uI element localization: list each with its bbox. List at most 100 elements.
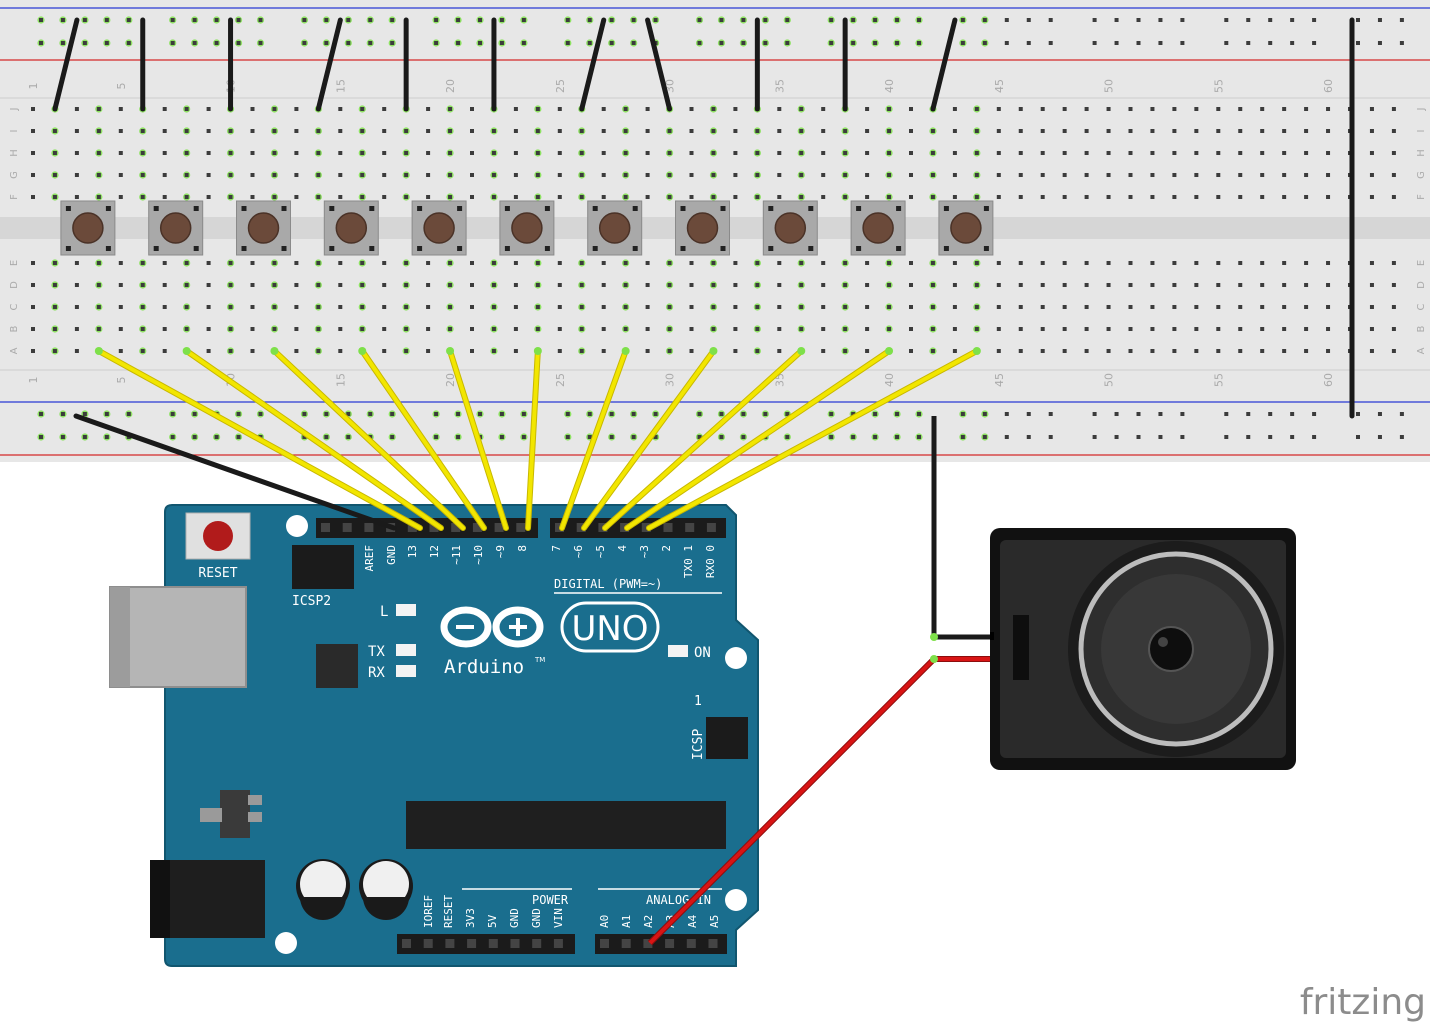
digital-header-right xyxy=(550,518,726,538)
trademark: TM xyxy=(534,656,545,664)
row-letter-right: I xyxy=(1416,130,1427,133)
on-label: ON xyxy=(694,645,711,661)
col-number-top: 50 xyxy=(1103,79,1116,93)
pushbutton xyxy=(850,200,906,256)
row-letter-right: G xyxy=(1416,171,1427,179)
col-number-bottom: 40 xyxy=(883,373,896,387)
row-letter-right: F xyxy=(1416,194,1427,200)
arduino-pcb xyxy=(164,504,759,967)
digital-pin-label: ~9 xyxy=(494,545,507,558)
digital-pin-label: 4 xyxy=(616,545,629,552)
led-label-tx: TX xyxy=(368,644,385,660)
col-number-bottom: 55 xyxy=(1212,373,1225,387)
usb-connector xyxy=(109,586,247,688)
capacitor-right xyxy=(359,859,413,920)
row-letter-left: D xyxy=(9,281,20,289)
row-letter-right: A xyxy=(1416,347,1427,354)
digital-pin-label: AREF xyxy=(363,545,376,572)
analog-pin-label: A0 xyxy=(598,915,611,928)
col-number-top: 60 xyxy=(1322,79,1335,93)
digital-pin-label: GND xyxy=(385,545,398,565)
icsp-header xyxy=(706,717,748,759)
row-letter-left: A xyxy=(9,347,20,354)
yellow-wire xyxy=(184,349,443,530)
jumper-wire xyxy=(645,17,673,112)
speaker xyxy=(990,528,1296,770)
col-number-top: 25 xyxy=(554,79,567,93)
col-number-top: 1 xyxy=(27,83,40,90)
yellow-wire xyxy=(625,349,892,530)
analog-pin-label: A5 xyxy=(708,915,721,928)
col-number-bottom: 5 xyxy=(115,377,128,384)
yellow-wire xyxy=(272,349,465,530)
arduino-uno-board: RESET ICSP2 UNO Arduino TM L xyxy=(109,504,759,967)
pushbutton xyxy=(499,200,555,256)
fritzing-logo: fritzing xyxy=(1300,982,1426,1023)
col-number-bottom: 50 xyxy=(1103,373,1116,387)
digital-pin-label: 8 xyxy=(516,545,529,552)
analog-pin-label: A1 xyxy=(620,915,633,928)
col-number-bottom: 30 xyxy=(664,373,677,387)
pushbutton xyxy=(762,200,818,256)
jumper-wire xyxy=(315,17,343,112)
reset-label: RESET xyxy=(198,566,237,581)
col-number-bottom: 25 xyxy=(554,373,567,387)
arduino-logo xyxy=(440,601,660,653)
row-letter-left: F xyxy=(9,194,20,200)
led-label-l: L xyxy=(380,604,388,620)
digital-pin-label: RX0 0 xyxy=(704,545,717,578)
yellow-wire xyxy=(96,349,422,530)
digital-label: DIGITAL (PWM=~) xyxy=(554,577,662,591)
wires xyxy=(73,347,990,946)
digital-pin-label: 2 xyxy=(660,545,673,552)
col-number-bottom: 1 xyxy=(27,377,40,384)
power-label: POWER xyxy=(532,893,569,907)
col-number-top: 55 xyxy=(1212,79,1225,93)
power-pin-label: GND xyxy=(530,908,543,928)
pushbutton xyxy=(411,200,467,256)
power-pin-label: VIN xyxy=(552,908,565,928)
row-letter-right: B xyxy=(1416,325,1427,332)
analog-pin-label: A2 xyxy=(642,915,655,928)
pushbutton xyxy=(148,200,204,256)
pushbutton xyxy=(938,200,994,256)
row-letter-left: I xyxy=(9,130,20,133)
yellow-wire xyxy=(560,349,628,530)
digital-pin-label: ~6 xyxy=(572,545,585,558)
col-number-top: 40 xyxy=(883,79,896,93)
row-letter-right: E xyxy=(1416,260,1427,266)
analog-pin-label: A4 xyxy=(686,914,699,928)
digital-pin-label: ~3 xyxy=(638,545,651,558)
pushbutton xyxy=(60,200,116,256)
col-number-top: 15 xyxy=(334,79,347,93)
power-pin-label: IOREF xyxy=(422,895,435,928)
yellow-wire xyxy=(360,349,486,530)
digital-pin-label: ~5 xyxy=(594,545,607,558)
power-pin-label: RESET xyxy=(442,895,455,928)
arduino-brand: Arduino xyxy=(444,656,524,678)
power-pin-label: 5V xyxy=(486,914,499,928)
row-letter-left: B xyxy=(9,325,20,332)
power-header xyxy=(397,934,575,954)
row-letter-right: D xyxy=(1416,281,1427,289)
icsp-pin1-label: 1 xyxy=(694,694,702,709)
icsp-label: ICSP xyxy=(691,729,706,760)
row-letter-left: H xyxy=(9,149,20,157)
row-letter-right: H xyxy=(1416,149,1427,157)
row-letter-left: E xyxy=(9,260,20,266)
col-number-top: 5 xyxy=(115,83,128,90)
top-jumper-wires xyxy=(52,17,1355,419)
digital-pin-label: TX0 1 xyxy=(682,545,695,578)
row-letter-left: C xyxy=(9,303,20,310)
voltage-regulator xyxy=(220,790,250,838)
row-letter-right: C xyxy=(1416,303,1427,310)
ground-wire xyxy=(73,413,397,531)
icsp2-label: ICSP2 xyxy=(292,594,331,609)
power-pin-label: 3V3 xyxy=(464,908,477,928)
uno-label: UNO xyxy=(571,609,648,649)
yellow-wire xyxy=(582,349,716,530)
pushbutton xyxy=(675,200,730,256)
col-number-bottom: 45 xyxy=(993,373,1006,387)
digital-pin-label: ~10 xyxy=(472,545,485,565)
